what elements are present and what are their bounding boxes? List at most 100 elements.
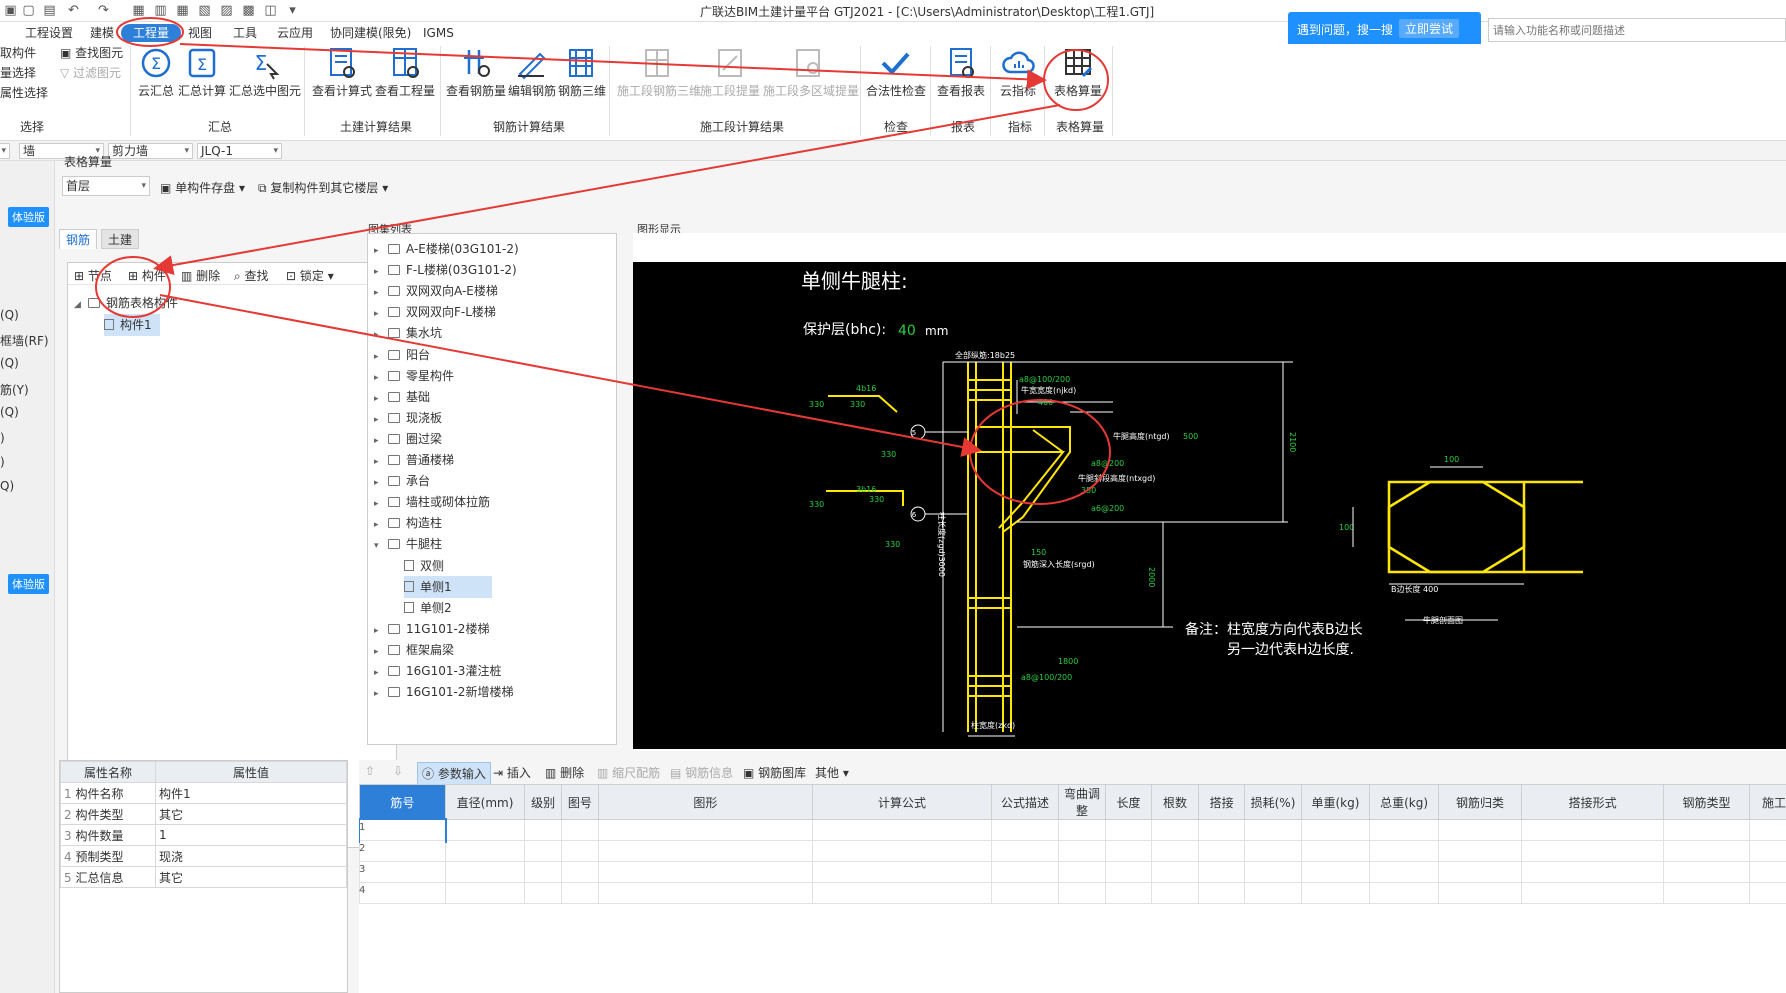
col-header[interactable]: 搭接: [1197, 784, 1246, 820]
tab-civil[interactable]: 土建: [101, 229, 140, 249]
atlas-leaf-item[interactable]: 单侧1: [404, 575, 492, 598]
cloud-summary-button[interactable]: Σ 云汇总: [137, 44, 175, 99]
atlas-folder-item[interactable]: ▸集水坑: [374, 322, 442, 344]
table-cell[interactable]: [1748, 819, 1786, 841]
tool-icon[interactable]: ▨: [220, 3, 233, 18]
table-cell[interactable]: [1300, 819, 1371, 841]
undo-icon[interactable]: ↶: [68, 3, 79, 18]
table-cell[interactable]: [1521, 840, 1665, 862]
menu-collab[interactable]: 协同建模(限免): [330, 26, 412, 40]
strip-item[interactable]: ): [0, 455, 5, 469]
table-cell[interactable]: [1104, 882, 1153, 904]
chevron-right-icon[interactable]: ▸: [374, 457, 379, 467]
col-header[interactable]: 计算公式: [812, 784, 992, 820]
add-component-button[interactable]: ⊞ 构件: [128, 269, 166, 283]
atlas-folder-item[interactable]: ▸基础: [374, 386, 430, 408]
property-row[interactable]: 5 汇总信息其它: [60, 866, 347, 888]
property-value[interactable]: 其它: [155, 803, 347, 825]
insert-button[interactable]: ⇥ 插入: [493, 766, 531, 780]
tree-item-component1[interactable]: 构件1: [104, 314, 160, 336]
table-cell[interactable]: [990, 882, 1060, 904]
row-number-cell[interactable]: 2: [359, 840, 446, 862]
atlas-leaf-item[interactable]: 单侧2: [404, 597, 452, 619]
strip-item[interactable]: (Q): [0, 405, 19, 419]
table-cell[interactable]: [561, 840, 599, 862]
col-header[interactable]: 钢筋归类: [1437, 784, 1523, 820]
col-header[interactable]: 级别: [524, 784, 563, 820]
table-calc-button[interactable]: 表格算量: [1050, 44, 1106, 99]
table-cell[interactable]: [812, 840, 992, 862]
atlas-folder-item[interactable]: ▾牛腿柱: [374, 533, 442, 555]
table-cell[interactable]: [597, 882, 814, 904]
open-icon[interactable]: ▢: [22, 3, 35, 18]
property-value[interactable]: 1: [155, 824, 347, 846]
strip-item[interactable]: Q): [0, 479, 15, 493]
chevron-right-icon[interactable]: ▸: [374, 625, 379, 636]
atlas-folder-item[interactable]: ▸墙柱或砌体拉筋: [374, 491, 490, 513]
col-header[interactable]: 公式描述: [990, 784, 1060, 820]
row-number-cell[interactable]: 1: [359, 817, 448, 843]
find-button[interactable]: ⌕ 查找: [234, 269, 269, 283]
tool-icon[interactable]: ▥: [154, 3, 167, 18]
table-cell[interactable]: [1663, 861, 1750, 883]
table-cell[interactable]: [1748, 840, 1786, 862]
atlas-leaf-item[interactable]: 双侧: [404, 555, 444, 577]
strip-item[interactable]: 框墙(RF): [0, 334, 49, 348]
col-header[interactable]: 单重(kg): [1300, 784, 1371, 820]
atlas-folder-item[interactable]: ▸11G101-2楼梯: [374, 618, 489, 640]
atlas-folder-item[interactable]: ▸双网双向A-E楼梯: [374, 280, 498, 302]
save-component-button[interactable]: ▣ 单构件存盘 ▾: [160, 181, 246, 195]
table-cell[interactable]: [1104, 819, 1153, 841]
table-cell[interactable]: [812, 882, 992, 904]
atlas-folder-item[interactable]: ▸构造柱: [374, 512, 442, 534]
table-cell[interactable]: [1244, 819, 1302, 841]
col-header[interactable]: 图形: [597, 784, 814, 820]
table-cell[interactable]: [1104, 861, 1153, 883]
strip-item[interactable]: (Q): [0, 308, 19, 322]
atlas-folder-item[interactable]: ▸普通楼梯: [374, 449, 454, 471]
atlas-folder-item[interactable]: ▸零星构件: [374, 365, 454, 387]
floor-select[interactable]: 首层: [62, 176, 150, 196]
attribute-select[interactable]: 属性选择: [0, 86, 49, 100]
lock-button[interactable]: ⊡ 锁定 ▾: [286, 269, 334, 283]
property-row[interactable]: 2 构件类型其它: [60, 803, 347, 825]
cloud-index-button[interactable]: 云指标: [996, 44, 1040, 99]
menu-modeling[interactable]: 建模: [90, 26, 115, 40]
table-cell[interactable]: [1437, 861, 1523, 883]
table-cell[interactable]: [1058, 840, 1106, 862]
atlas-folder-item[interactable]: ▸承台: [374, 470, 430, 492]
atlas-folder-item[interactable]: ▸双网双向F-L楼梯: [374, 301, 496, 323]
validity-check-button[interactable]: 合法性检查: [866, 44, 926, 99]
property-value[interactable]: 其它: [155, 866, 347, 888]
table-cell[interactable]: [597, 861, 814, 883]
table-row[interactable]: 1: [359, 817, 1786, 843]
chevron-right-icon[interactable]: ▸: [374, 288, 379, 299]
atlas-folder-item[interactable]: ▸框架扁梁: [374, 639, 454, 661]
col-header[interactable]: 长度: [1104, 784, 1153, 820]
table-cell[interactable]: [1104, 840, 1153, 862]
table-cell[interactable]: [990, 861, 1060, 883]
col-header[interactable]: 钢筋类型: [1663, 784, 1750, 820]
table-cell[interactable]: [524, 861, 563, 883]
atlas-folder-item[interactable]: ▸圈过梁: [374, 428, 442, 450]
add-node-button[interactable]: ⊞ 节点: [74, 269, 112, 283]
property-value[interactable]: 现浇: [155, 845, 347, 867]
menu-igms[interactable]: IGMS: [423, 26, 454, 40]
table-cell[interactable]: [1151, 882, 1199, 904]
redo-icon[interactable]: ↷: [98, 3, 109, 18]
chevron-right-icon[interactable]: ▸: [374, 520, 379, 531]
chevron-right-icon[interactable]: ▸: [374, 668, 379, 678]
table-row[interactable]: 4: [359, 882, 1786, 904]
table-cell[interactable]: [1521, 882, 1665, 904]
table-cell[interactable]: [1197, 819, 1246, 841]
view-quantity-button[interactable]: 查看工程量: [375, 44, 435, 99]
table-cell[interactable]: [1369, 840, 1439, 862]
table-cell[interactable]: [1748, 882, 1786, 904]
save-icon[interactable]: ▤: [43, 3, 56, 18]
delete-row-button[interactable]: ▥ 删除: [545, 766, 585, 780]
table-cell[interactable]: [812, 819, 992, 841]
col-header[interactable]: 筋号: [359, 784, 446, 820]
chevron-right-icon[interactable]: ▸: [374, 689, 379, 700]
tool-icon[interactable]: ▩: [242, 3, 255, 18]
grid-icon[interactable]: ▦: [176, 3, 189, 18]
